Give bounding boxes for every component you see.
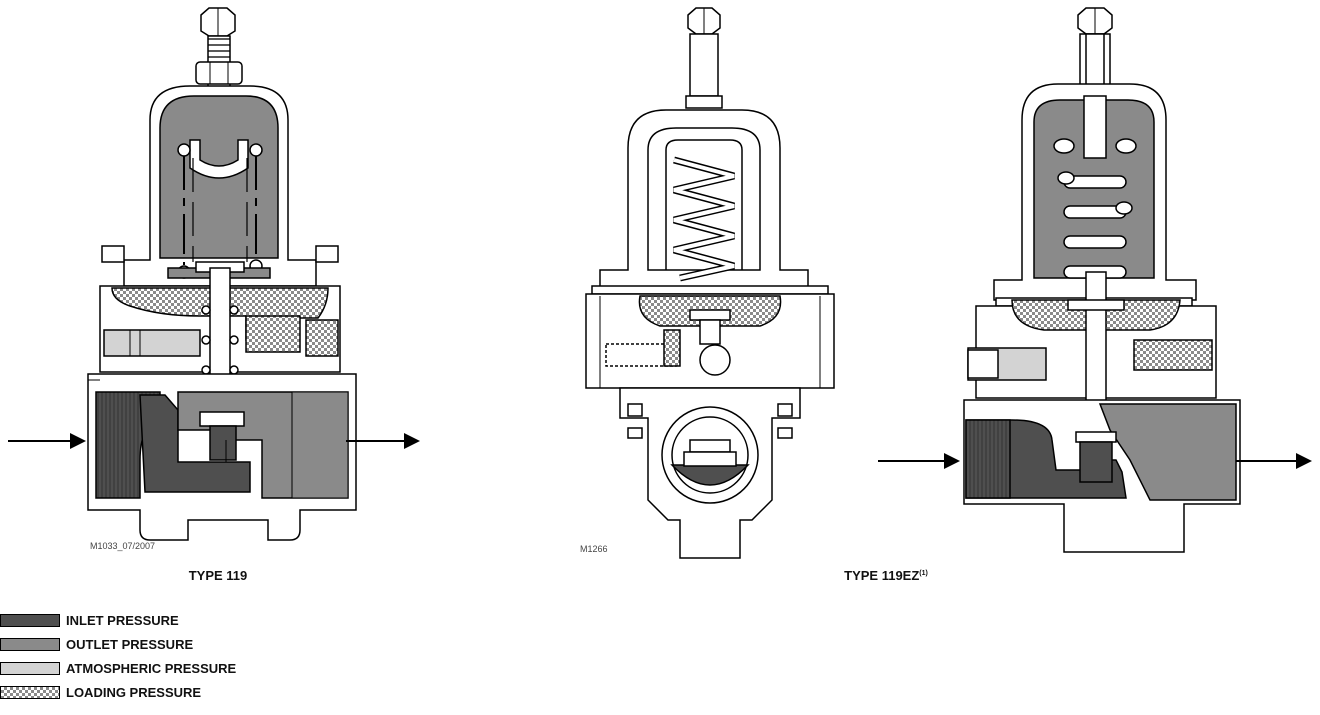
loading-swatch: [0, 686, 60, 699]
valve-disk: [199, 411, 245, 427]
type-119-drawing-code: M1033_07/2007: [90, 541, 155, 551]
atmospheric-swatch: [0, 662, 60, 675]
outlet-swatch: [0, 638, 60, 651]
spring-coils-cutaway: [1053, 138, 1137, 279]
legend-label: INLET PRESSURE: [66, 613, 179, 628]
vent-port: [103, 329, 201, 357]
legend-label: LOADING PRESSURE: [66, 685, 202, 700]
legend-label: ATMOSPHERIC PRESSURE: [66, 661, 237, 676]
type-119-title: TYPE 119: [189, 568, 248, 583]
type-119-flow-arrows: [8, 433, 420, 449]
legend-label: OUTLET PRESSURE: [66, 637, 194, 652]
lock-nut: [195, 61, 243, 85]
outlet-passage-cutaway: [1098, 403, 1237, 501]
type-119ez-footnote-mark: (1): [919, 570, 928, 577]
type-119ez-title: TYPE 119EZ(1): [844, 568, 928, 583]
inlet-swatch: [0, 614, 60, 627]
type-119ez-flow-arrows: [878, 453, 1312, 469]
type-119-diagram: [87, 7, 357, 541]
type-119ez-drawing-code: M1266: [580, 544, 608, 554]
type-119ez-cutaway-diagram: [963, 7, 1241, 553]
type-119ez-main-diagram: [585, 7, 835, 559]
type-119ez-title-text: TYPE 119EZ: [844, 568, 919, 583]
